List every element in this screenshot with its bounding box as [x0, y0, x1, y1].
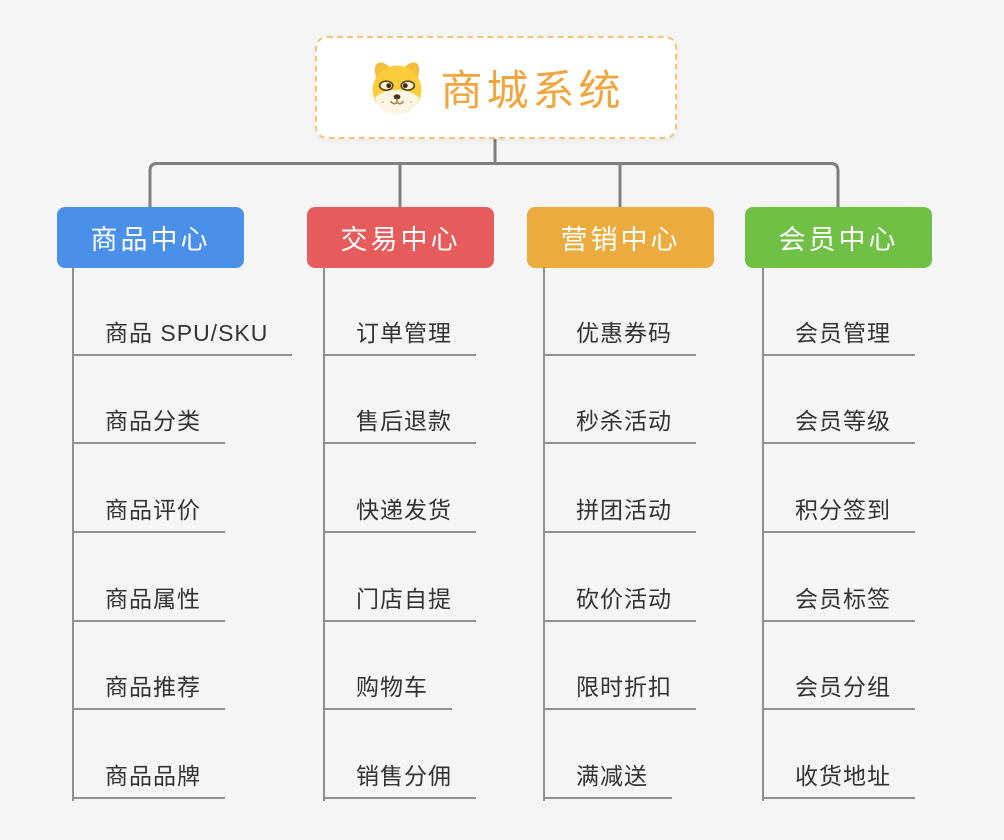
topic-item[interactable]: 快递发货: [323, 495, 476, 533]
topic-item[interactable]: 会员分组: [762, 672, 915, 710]
topic-item[interactable]: 订单管理: [323, 318, 476, 356]
branch-spine-member: [762, 267, 764, 801]
branch-header-trade[interactable]: 交易中心: [307, 207, 494, 268]
branch-header-member[interactable]: 会员中心: [745, 207, 932, 268]
branch-header-product[interactable]: 商品中心: [57, 207, 244, 268]
topic-item[interactable]: 会员管理: [762, 318, 915, 356]
bus-line: [148, 162, 840, 207]
topic-item[interactable]: 商品推荐: [72, 672, 225, 710]
branch-spine-marketing: [543, 267, 545, 801]
topic-item[interactable]: 商品分类: [72, 406, 225, 444]
topic-item[interactable]: 限时折扣: [543, 672, 696, 710]
shiba-dog-icon: [373, 61, 422, 114]
topic-item[interactable]: 优惠券码: [543, 318, 696, 356]
topic-item[interactable]: 销售分佣: [323, 761, 476, 799]
topic-item[interactable]: 售后退款: [323, 406, 476, 444]
topic-item[interactable]: 门店自提: [323, 584, 476, 622]
topic-item[interactable]: 满减送: [543, 761, 672, 799]
topic-item[interactable]: 商品 SPU/SKU: [72, 318, 293, 356]
topic-item[interactable]: 秒杀活动: [543, 406, 696, 444]
root-title: 商城系统: [440, 67, 625, 114]
topic-item[interactable]: 会员标签: [762, 584, 915, 622]
topic-item[interactable]: 收货地址: [762, 761, 915, 799]
root-node[interactable]: 商城系统: [315, 36, 677, 139]
topic-item[interactable]: 砍价活动: [543, 584, 696, 622]
branch-header-marketing[interactable]: 营销中心: [527, 207, 714, 268]
topic-item[interactable]: 商品属性: [72, 584, 225, 622]
topic-item[interactable]: 商品评价: [72, 495, 225, 533]
branch-spine-trade: [323, 267, 325, 801]
topic-item[interactable]: 会员等级: [762, 406, 915, 444]
branch-spine-product: [72, 267, 74, 801]
topic-item[interactable]: 积分签到: [762, 495, 915, 533]
topic-item[interactable]: 拼团活动: [543, 495, 696, 533]
topic-item[interactable]: 商品品牌: [72, 761, 225, 799]
topic-item[interactable]: 购物车: [323, 672, 452, 710]
